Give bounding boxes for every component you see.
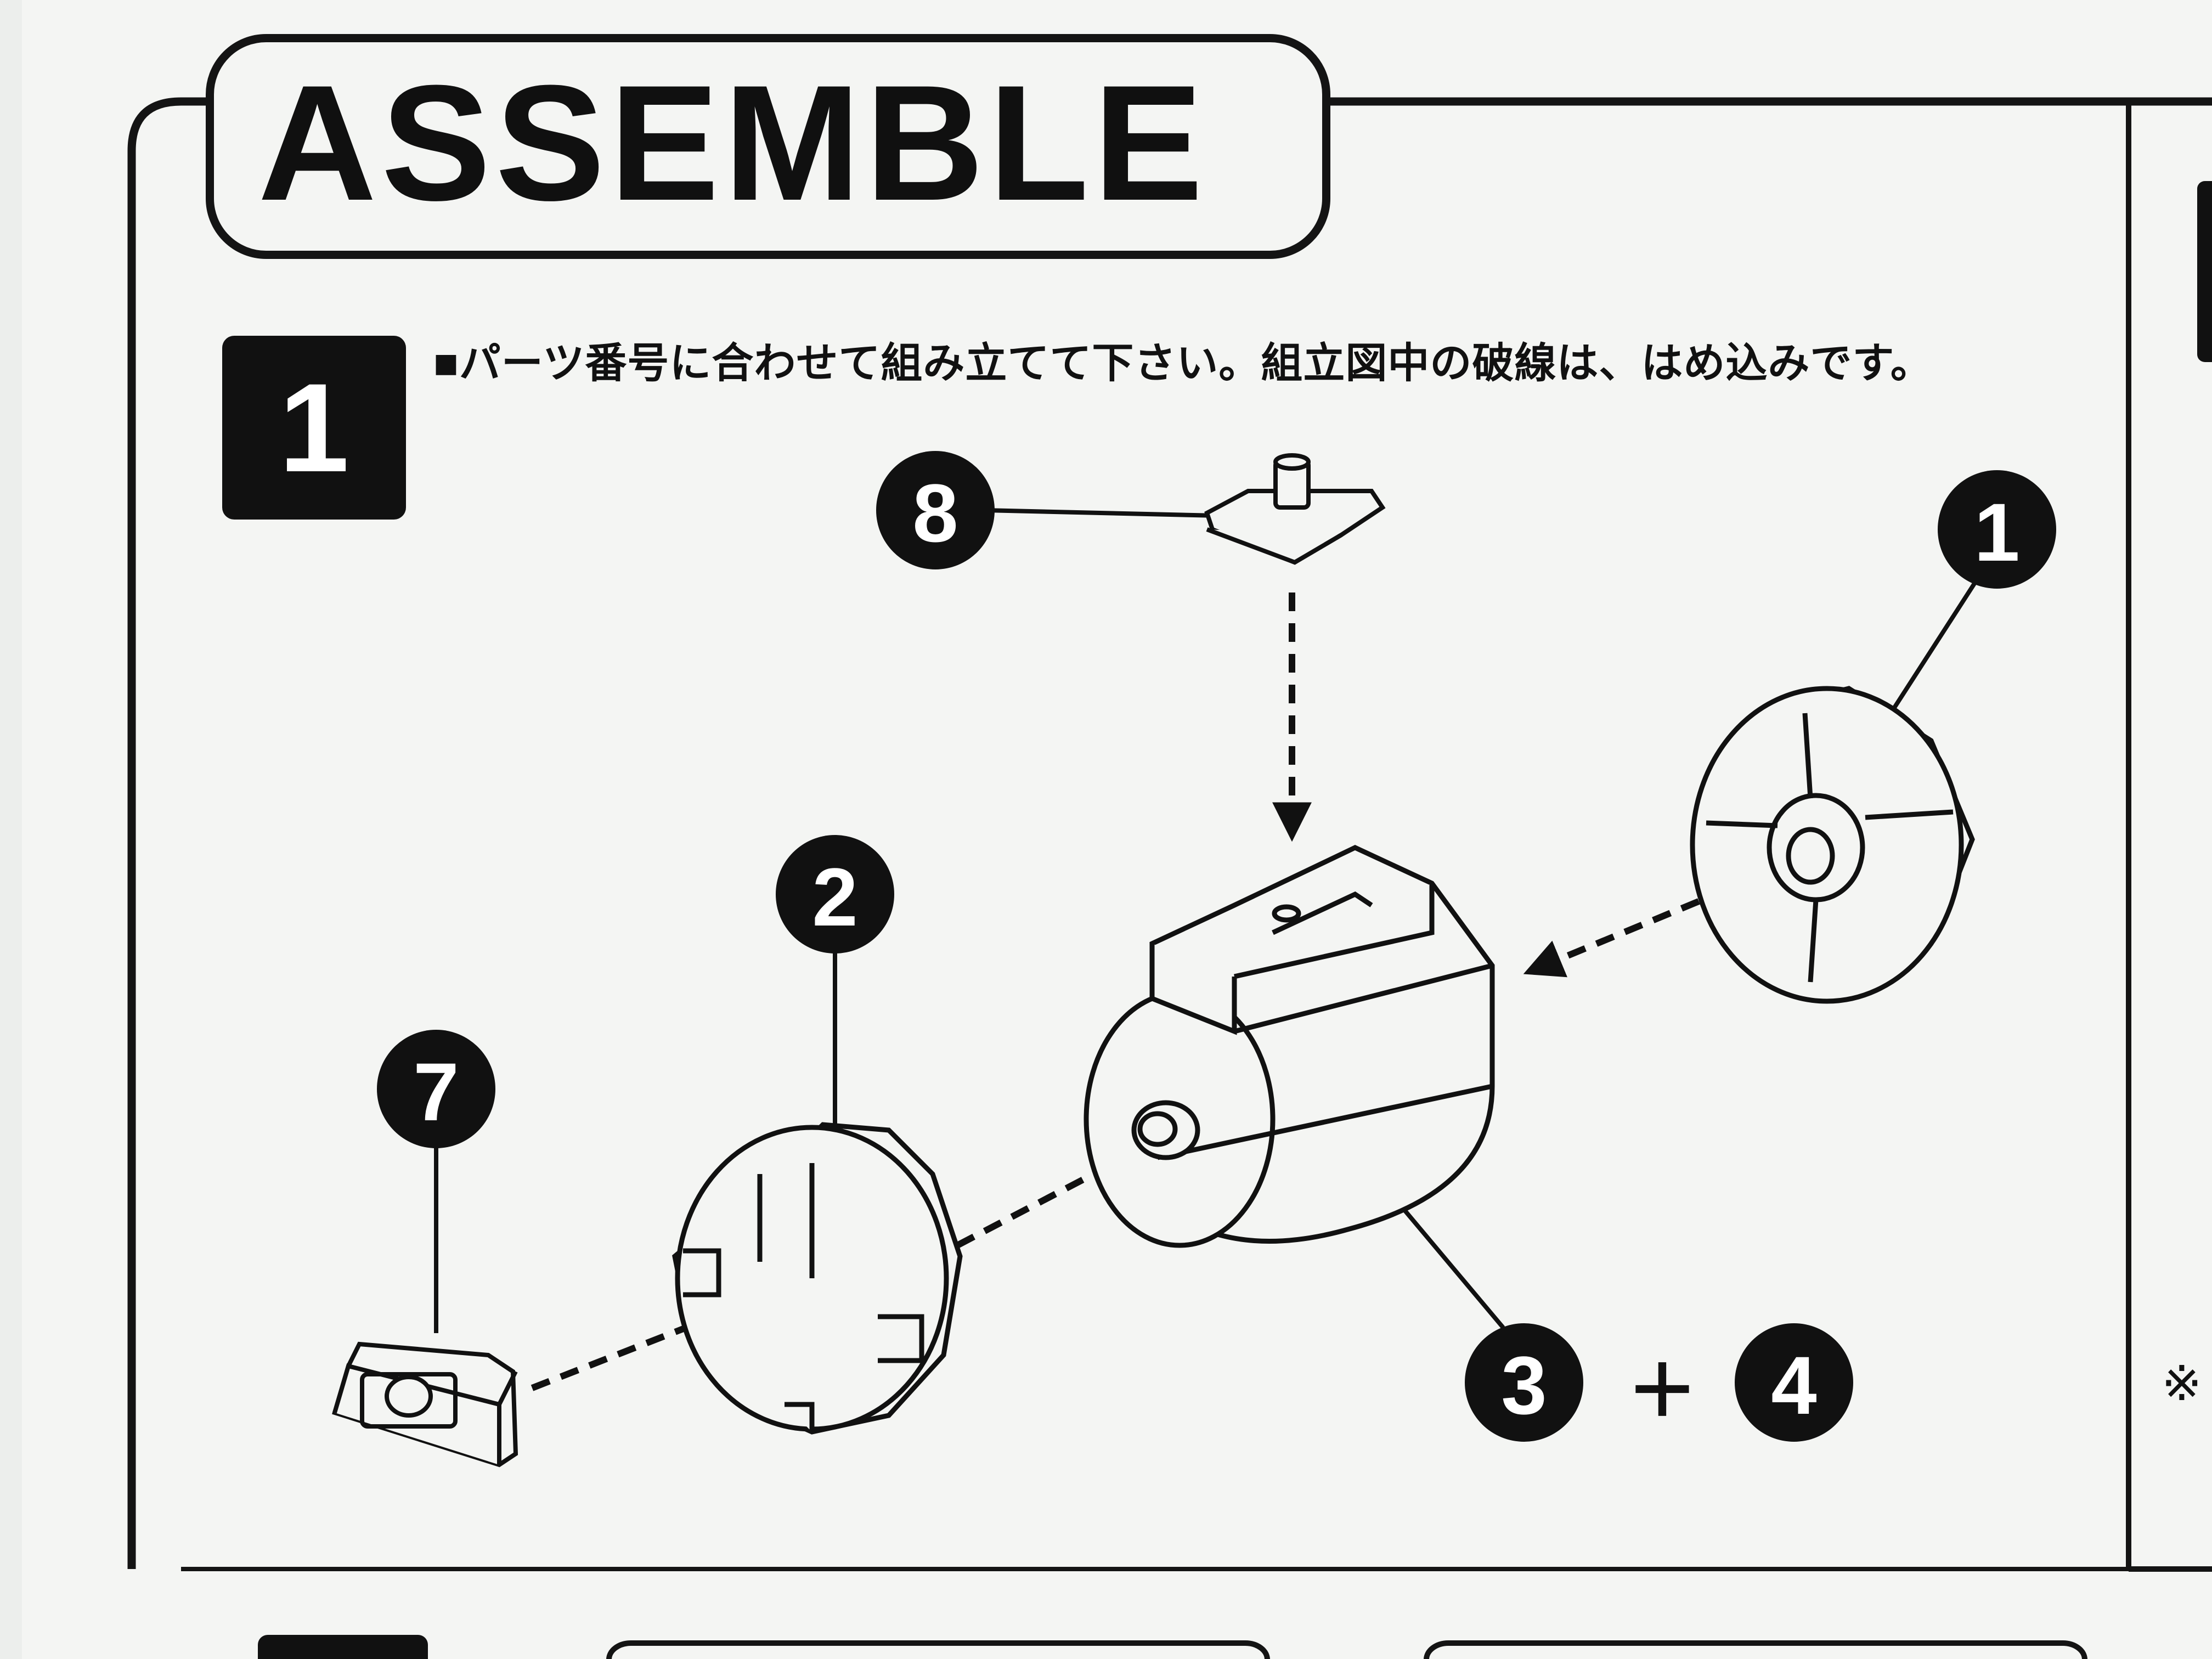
page-title: ASSEMBLE [258,50,1207,235]
callout-label-8: 8 [912,467,958,559]
plus-sign: + [1630,1327,1695,1449]
next-section-tab-b [1424,1640,2087,1659]
part-2-drawing [672,1122,963,1435]
callout-label-2: 2 [812,851,857,943]
step-number-box [222,336,406,520]
step-number: 1 [279,357,349,498]
instruction-text: ■パーツ番号に合わせて組み立てて下さい。組立図中の破線は、はめ込みです。 [433,340,1933,387]
callout-circle-7 [377,1030,495,1148]
callout-circle-4 [1735,1323,1853,1442]
callout-circle-2 [776,835,894,953]
callout-label-1: 1 [1974,486,2019,578]
callout-circle-1 [1938,470,2056,589]
right-panel-step-box [2197,181,2212,362]
part-7-drawing [332,1341,518,1468]
part-3-4-drawing [1084,845,1495,1248]
callout-circles [377,451,2056,1442]
callout-circle-8 [876,451,995,569]
part-1-drawing [1690,686,1975,1004]
callout-label-3: 3 [1501,1339,1547,1431]
next-step-box [258,1635,428,1659]
title-tab [206,34,1330,259]
next-section-tab-a [606,1640,1270,1659]
callout-circle-3 [1465,1323,1583,1442]
note-mark: ※ [2162,1356,2202,1410]
part-8-drawing [1204,453,1386,565]
callout-label-7: 7 [413,1046,459,1138]
panel-left-border [127,97,208,1569]
callout-label-4: 4 [1771,1339,1816,1431]
leader-8 [984,508,1218,518]
leader-3-4 [1386,1189,1505,1329]
